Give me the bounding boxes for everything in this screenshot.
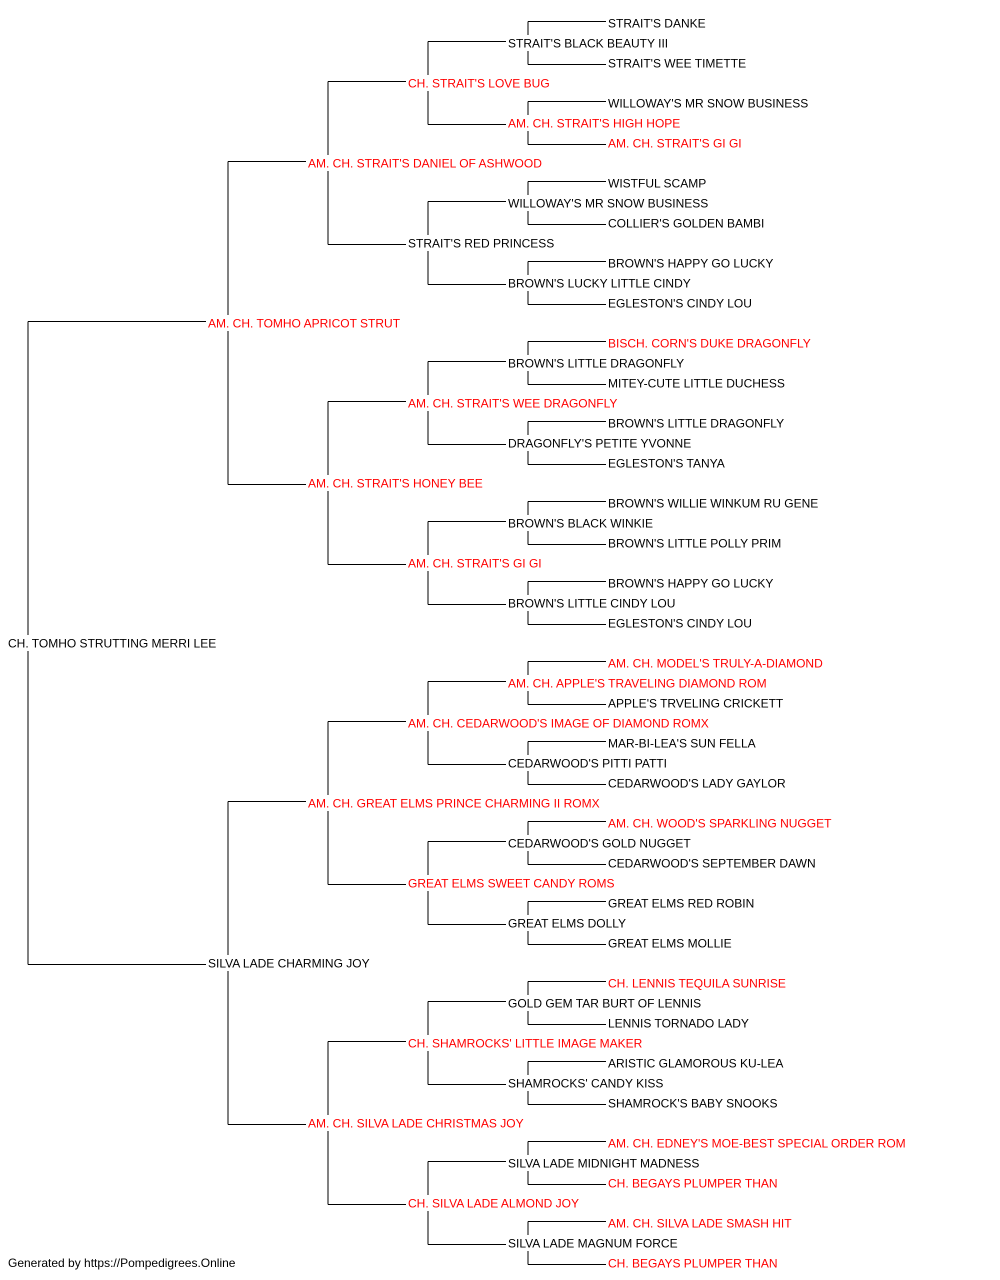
parent-name: SILVA LADE CHARMING JOY [208, 957, 370, 971]
gen5-ancestor-name: BISCH. CORN'S DUKE DRAGONFLY [608, 337, 811, 351]
gen5-ancestor-name: WILLOWAY'S MR SNOW BUSINESS [608, 97, 808, 111]
grandparent-name: AM. CH. STRAIT'S DANIEL OF ASHWOOD [308, 157, 542, 171]
gen4-ancestor-name: GOLD GEM TAR BURT OF LENNIS [508, 997, 701, 1011]
great-grandparent-name: GREAT ELMS SWEET CANDY ROMS [408, 877, 614, 891]
gen5-ancestor-name: CEDARWOOD'S SEPTEMBER DAWN [608, 857, 816, 871]
gen5-ancestor-name: SHAMROCK'S BABY SNOOKS [608, 1097, 777, 1111]
gen5-ancestor-name: COLLIER'S GOLDEN BAMBI [608, 217, 764, 231]
gen5-ancestor-name: ARISTIC GLAMOROUS KU-LEA [608, 1057, 783, 1071]
gen4-ancestor-name: SHAMROCKS' CANDY KISS [508, 1077, 663, 1091]
gen5-ancestor-name: AM. CH. SILVA LADE SMASH HIT [608, 1217, 792, 1231]
gen4-ancestor-name: WILLOWAY'S MR SNOW BUSINESS [508, 197, 708, 211]
gen4-ancestor-name: SILVA LADE MIDNIGHT MADNESS [508, 1157, 699, 1171]
gen5-ancestor-name: AM. CH. MODEL'S TRULY-A-DIAMOND [608, 657, 823, 671]
grandparent-name: AM. CH. STRAIT'S HONEY BEE [308, 477, 483, 491]
gen4-ancestor-name: GREAT ELMS DOLLY [508, 917, 626, 931]
gen5-ancestor-name: GREAT ELMS MOLLIE [608, 937, 732, 951]
subject-name: CH. TOMHO STRUTTING MERRI LEE [8, 637, 216, 651]
gen5-ancestor-name: STRAIT'S WEE TIMETTE [608, 57, 746, 71]
gen4-ancestor-name: DRAGONFLY'S PETITE YVONNE [508, 437, 691, 451]
gen5-ancestor-name: MAR-BI-LEA'S SUN FELLA [608, 737, 756, 751]
gen4-ancestor-name: AM. CH. APPLE'S TRAVELING DIAMOND ROM [508, 677, 767, 691]
gen4-ancestor-name: BROWN'S LITTLE DRAGONFLY [508, 357, 684, 371]
great-grandparent-name: AM. CH. STRAIT'S WEE DRAGONFLY [408, 397, 617, 411]
gen5-ancestor-name: APPLE'S TRVELING CRICKETT [608, 697, 784, 711]
great-grandparent-name: AM. CH. CEDARWOOD'S IMAGE OF DIAMOND ROM… [408, 717, 709, 731]
great-grandparent-name: CH. SHAMROCKS' LITTLE IMAGE MAKER [408, 1037, 643, 1051]
gen5-ancestor-name: EGLESTON'S CINDY LOU [608, 297, 752, 311]
gen5-ancestor-name: STRAIT'S DANKE [608, 17, 706, 31]
gen4-ancestor-name: BROWN'S LUCKY LITTLE CINDY [508, 277, 691, 291]
grandparent-name: AM. CH. SILVA LADE CHRISTMAS JOY [308, 1117, 524, 1131]
gen5-ancestor-name: CEDARWOOD'S LADY GAYLOR [608, 777, 786, 791]
gen5-ancestor-name: BROWN'S HAPPY GO LUCKY [608, 577, 773, 591]
gen4-ancestor-name: SILVA LADE MAGNUM FORCE [508, 1237, 678, 1251]
gen5-ancestor-name: CH. LENNIS TEQUILA SUNRISE [608, 977, 786, 991]
gen5-ancestor-name: EGLESTON'S CINDY LOU [608, 617, 752, 631]
great-grandparent-name: AM. CH. STRAIT'S GI GI [408, 557, 542, 571]
gen5-ancestor-name: EGLESTON'S TANYA [608, 457, 725, 471]
parent-name: AM. CH. TOMHO APRICOT STRUT [208, 317, 401, 331]
gen5-ancestor-name: AM. CH. EDNEY'S MOE-BEST SPECIAL ORDER R… [608, 1137, 906, 1151]
gen5-ancestor-name: LENNIS TORNADO LADY [608, 1017, 749, 1031]
gen5-ancestor-name: MITEY-CUTE LITTLE DUCHESS [608, 377, 785, 391]
gen4-ancestor-name: STRAIT'S BLACK BEAUTY III [508, 37, 668, 51]
gen4-ancestor-name: BROWN'S LITTLE CINDY LOU [508, 597, 675, 611]
grandparent-name: AM. CH. GREAT ELMS PRINCE CHARMING II RO… [308, 797, 600, 811]
great-grandparent-name: CH. SILVA LADE ALMOND JOY [408, 1197, 579, 1211]
gen4-ancestor-name: CEDARWOOD'S GOLD NUGGET [508, 837, 691, 851]
footer-credit: Generated by https://Pompedigrees.Online [8, 1256, 236, 1270]
great-grandparent-name: STRAIT'S RED PRINCESS [408, 237, 554, 251]
gen5-ancestor-name: BROWN'S WILLIE WINKUM RU GENE [608, 497, 818, 511]
great-grandparent-name: CH. STRAIT'S LOVE BUG [408, 77, 550, 91]
gen5-ancestor-name: BROWN'S LITTLE POLLY PRIM [608, 537, 781, 551]
gen5-ancestor-name: CH. BEGAYS PLUMPER THAN [608, 1257, 778, 1271]
gen5-ancestor-name: GREAT ELMS RED ROBIN [608, 897, 754, 911]
gen5-ancestor-name: AM. CH. STRAIT'S GI GI [608, 137, 742, 151]
gen5-ancestor-name: CH. BEGAYS PLUMPER THAN [608, 1177, 778, 1191]
gen5-ancestor-name: AM. CH. WOOD'S SPARKLING NUGGET [608, 817, 832, 831]
gen5-ancestor-name: BROWN'S LITTLE DRAGONFLY [608, 417, 784, 431]
gen4-ancestor-name: AM. CH. STRAIT'S HIGH HOPE [508, 117, 680, 131]
gen5-ancestor-name: WISTFUL SCAMP [608, 177, 706, 191]
gen4-ancestor-name: CEDARWOOD'S PITTI PATTI [508, 757, 667, 771]
gen4-ancestor-name: BROWN'S BLACK WINKIE [508, 517, 653, 531]
gen5-ancestor-name: BROWN'S HAPPY GO LUCKY [608, 257, 773, 271]
